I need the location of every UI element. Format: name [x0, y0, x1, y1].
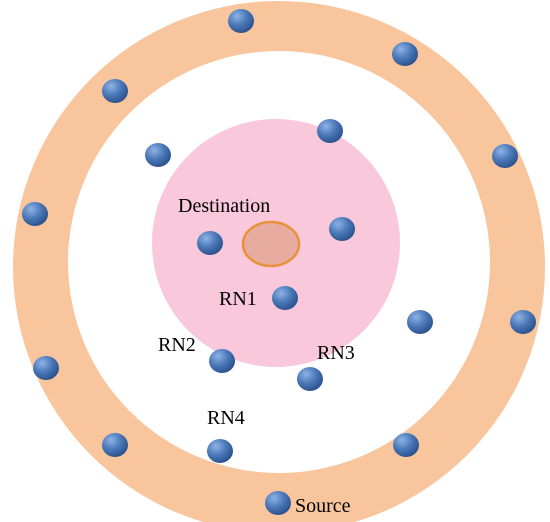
node: [492, 144, 518, 168]
destination-node: [241, 220, 301, 268]
node-rn4: [207, 439, 233, 463]
node: [102, 79, 128, 103]
node-rn2: [209, 349, 235, 373]
node: [228, 9, 254, 33]
rn4-label: RN4: [207, 407, 245, 429]
node: [197, 231, 223, 255]
node-source: [265, 491, 291, 515]
network-nodes: [22, 9, 536, 515]
node: [510, 310, 536, 334]
rn3-label: RN3: [317, 342, 355, 364]
rn2-label: RN2: [158, 334, 196, 356]
node: [407, 310, 433, 334]
node: [102, 433, 128, 457]
node: [392, 42, 418, 66]
node: [22, 202, 48, 226]
node-rn1: [272, 286, 298, 310]
node: [317, 119, 343, 143]
node: [145, 143, 171, 167]
destination-label: Destination: [178, 195, 270, 217]
node: [329, 217, 355, 241]
source-label: Source: [295, 495, 351, 517]
node: [33, 356, 59, 380]
node-rn3: [297, 367, 323, 391]
node: [393, 433, 419, 457]
rn1-label: RN1: [219, 288, 257, 310]
